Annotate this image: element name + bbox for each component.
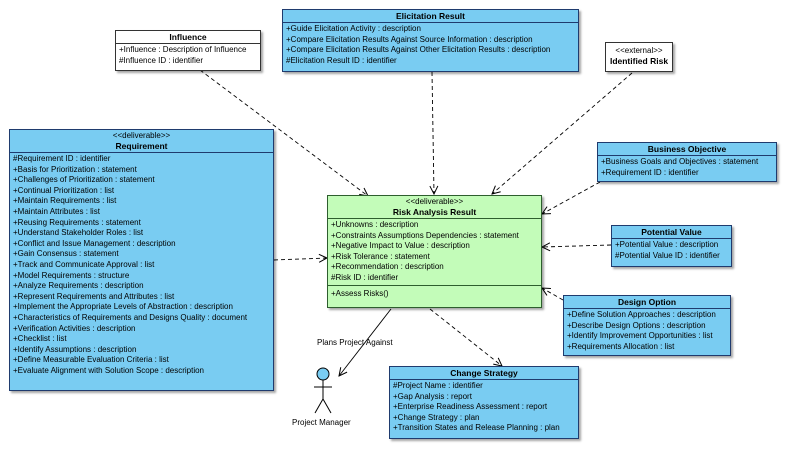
attribute: +Conflict and Issue Management : descrip… xyxy=(13,238,176,248)
class-stereotype: <<deliverable>> xyxy=(112,131,171,140)
attribute: #Requirement ID : identifier xyxy=(13,154,111,163)
attribute: +Compare Elicitation Results Against Sou… xyxy=(286,34,533,44)
dependency-requirement xyxy=(273,258,327,260)
attribute: +Evaluate Alignment with Solution Scope … xyxy=(13,365,205,375)
class-elicitation-result[interactable]: Elicitation Result +Guide Elicitation Ac… xyxy=(282,9,579,72)
dependency-design-option xyxy=(542,288,564,301)
attribute: +Potential Value : description xyxy=(615,240,719,249)
attribute: #Project Name : identifier xyxy=(393,381,483,390)
class-title: Potential Value xyxy=(641,227,702,237)
class-design-option[interactable]: Design Option +Define Solution Approache… xyxy=(563,295,731,356)
dependency-elicitation-result xyxy=(432,71,434,194)
attribute: +Gap Analysis : report xyxy=(393,391,472,401)
attribute-list: #Project Name : identifier +Gap Analysis… xyxy=(390,380,578,435)
class-title: Elicitation Result xyxy=(396,11,465,21)
attribute: +Verification Activities : description xyxy=(13,323,136,333)
attribute: +Change Strategy : plan xyxy=(393,412,480,422)
class-title: Influence xyxy=(169,32,207,42)
class-title: Requirement xyxy=(115,141,168,151)
class-change-strategy[interactable]: Change Strategy #Project Name : identifi… xyxy=(389,366,579,439)
attribute: +Reusing Requirements : statement xyxy=(13,217,141,227)
class-stereotype: <<external>> xyxy=(615,46,663,55)
attribute: +Basis for Prioritization : statement xyxy=(13,164,137,174)
attribute: +Challenges of Prioritization : statemen… xyxy=(13,175,155,185)
class-risk-analysis-result[interactable]: <<deliverable>> Risk Analysis Result +Un… xyxy=(327,195,542,308)
actor-head xyxy=(316,367,330,381)
actor-label: Project Manager xyxy=(292,418,351,427)
class-title: Risk Analysis Result xyxy=(392,207,477,217)
attribute: +Business Goals and Objectives : stateme… xyxy=(601,157,759,166)
attribute-list: +Influence : Description of Influence #I… xyxy=(116,44,260,67)
class-title: Design Option xyxy=(617,297,677,307)
attribute: +Maintain Attributes : list xyxy=(13,206,100,216)
association-label: Plans Project Against xyxy=(317,338,393,347)
attribute: +Constraints Assumptions Dependencies : … xyxy=(331,230,519,240)
attribute: +Gain Consensus : statement xyxy=(13,249,119,259)
class-title: Identified Risk xyxy=(609,56,669,66)
attribute-list: +Potential Value : description #Potentia… xyxy=(612,239,731,262)
attribute: +Define Solution Approaches : descriptio… xyxy=(567,310,716,319)
attribute: +Identify Assumptions : description xyxy=(13,344,137,354)
dependency-potential-value xyxy=(542,245,612,247)
class-title: Change Strategy xyxy=(450,368,518,378)
dependency-business-objective xyxy=(542,181,601,214)
class-business-objective[interactable]: Business Objective +Business Goals and O… xyxy=(597,142,777,182)
attribute: #Influence ID : identifier xyxy=(119,55,204,65)
class-influence[interactable]: Influence +Influence : Description of In… xyxy=(115,30,261,71)
attribute: +Implement the Appropriate Levels of Abs… xyxy=(13,302,233,312)
dependency-influence xyxy=(199,69,368,196)
class-stereotype: <<deliverable>> xyxy=(405,197,464,206)
class-requirement[interactable]: <<deliverable>> Requirement #Requirement… xyxy=(9,129,274,391)
class-title: Business Objective xyxy=(647,144,727,154)
actor-figure xyxy=(314,367,332,414)
attribute: +Analyze Requirements : description xyxy=(13,281,144,291)
attribute-list: #Requirement ID : identifier +Basis for … xyxy=(10,153,273,377)
attribute-list: +Guide Elicitation Activity : descriptio… xyxy=(283,23,578,67)
attribute: +Requirements Allocation : list xyxy=(567,341,675,351)
attribute: +Enterprise Readiness Assessment : repor… xyxy=(393,402,548,412)
attribute: +Requirement ID : identifier xyxy=(601,167,699,177)
class-identified-risk[interactable]: <<external>> Identified Risk xyxy=(605,42,673,72)
attribute: +Track and Communicate Approval : list xyxy=(13,259,155,269)
attribute-list: +Define Solution Approaches : descriptio… xyxy=(564,309,730,353)
operation-list: +Assess Risks() xyxy=(328,284,541,301)
dependency-identified-risk xyxy=(492,72,633,194)
attribute: +Understand Stakeholder Roles : list xyxy=(13,228,144,238)
attribute: #Risk ID : identifier xyxy=(331,272,399,282)
attribute: +Characteristics of Requirements and Des… xyxy=(13,312,248,322)
attribute: +Model Requirements : structure xyxy=(13,270,130,280)
attribute: +Identify Improvement Opportunities : li… xyxy=(567,331,713,341)
attribute: +Checklist : list xyxy=(13,334,67,344)
attribute: +Maintain Requirements : list xyxy=(13,196,117,206)
attribute: +Recommendation : description xyxy=(331,262,444,272)
attribute: +Guide Elicitation Activity : descriptio… xyxy=(286,24,421,33)
attribute: +Negative Impact to Value : description xyxy=(331,241,470,251)
attribute: #Elicitation Result ID : identifier xyxy=(286,55,397,65)
attribute: +Unknowns : description xyxy=(331,220,419,229)
attribute: #Potential Value ID : identifier xyxy=(615,250,720,260)
operation: +Assess Risks() xyxy=(331,288,389,298)
attribute: +Compare Elicitation Results Against Oth… xyxy=(286,45,551,55)
dependency-change-strategy xyxy=(429,308,502,366)
attribute: +Represent Requirements and Attributes :… xyxy=(13,291,175,301)
attribute: +Continual Prioritization : list xyxy=(13,185,115,195)
attribute: +Risk Tolerance : statement xyxy=(331,251,430,261)
attribute: +Describe Design Options : description xyxy=(567,320,706,330)
attribute-list: +Unknowns : description +Constraints Ass… xyxy=(328,219,541,285)
attribute: +Define Measurable Evaluation Criteria :… xyxy=(13,355,169,365)
class-potential-value[interactable]: Potential Value +Potential Value : descr… xyxy=(611,225,732,267)
association-plans-project-against xyxy=(339,308,392,376)
attribute: +Transition States and Release Planning … xyxy=(393,423,560,433)
attribute-list: +Business Goals and Objectives : stateme… xyxy=(598,156,776,179)
attribute: +Influence : Description of Influence xyxy=(119,45,247,54)
